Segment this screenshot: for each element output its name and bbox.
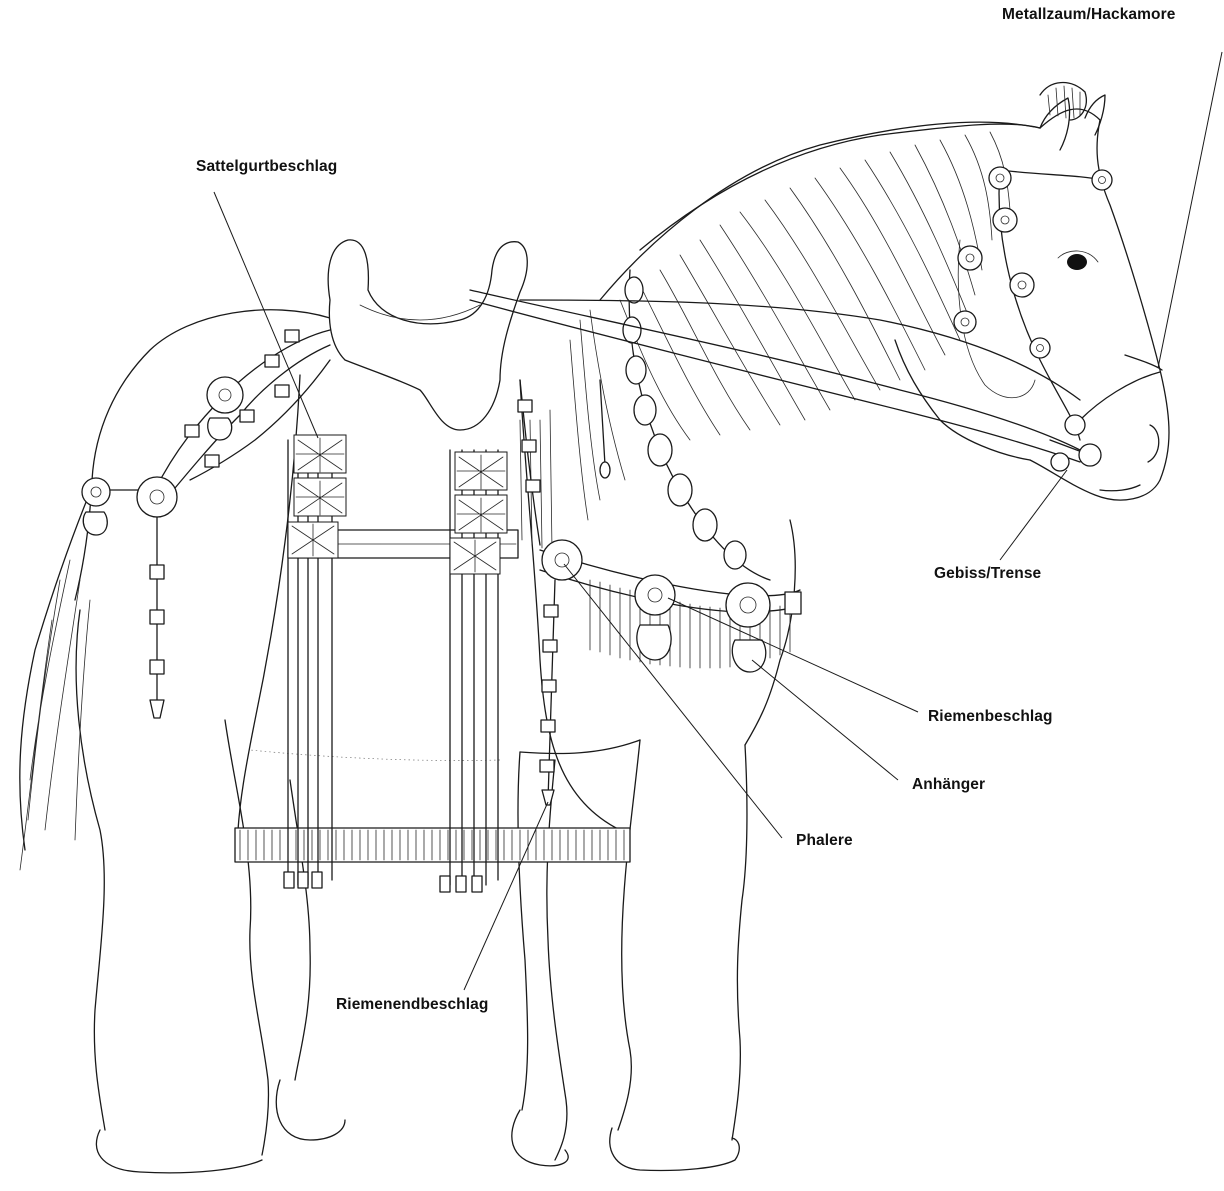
label-hackamore: Metallzaum/Hackamore — [1002, 6, 1175, 24]
bridle — [954, 167, 1162, 471]
neck-chain — [600, 270, 770, 580]
label-bit: Gebiss/Trense — [934, 565, 1041, 583]
leader-pendant — [752, 660, 898, 780]
label-strap-fitting: Riemenbeschlag — [928, 708, 1053, 726]
leader-strap-fitting — [668, 598, 918, 712]
reins — [470, 290, 1080, 462]
label-phalera: Phalere — [796, 832, 853, 850]
leader-hackamore — [1158, 52, 1222, 368]
leader-bit — [1000, 470, 1067, 560]
horse-body — [20, 83, 1169, 1173]
label-girth-fitting: Sattelgurtbeschlag — [196, 158, 337, 176]
saddle — [328, 240, 527, 430]
label-pendant: Anhänger — [912, 776, 985, 794]
label-strap-end: Riemenendbeschlag — [336, 996, 488, 1014]
